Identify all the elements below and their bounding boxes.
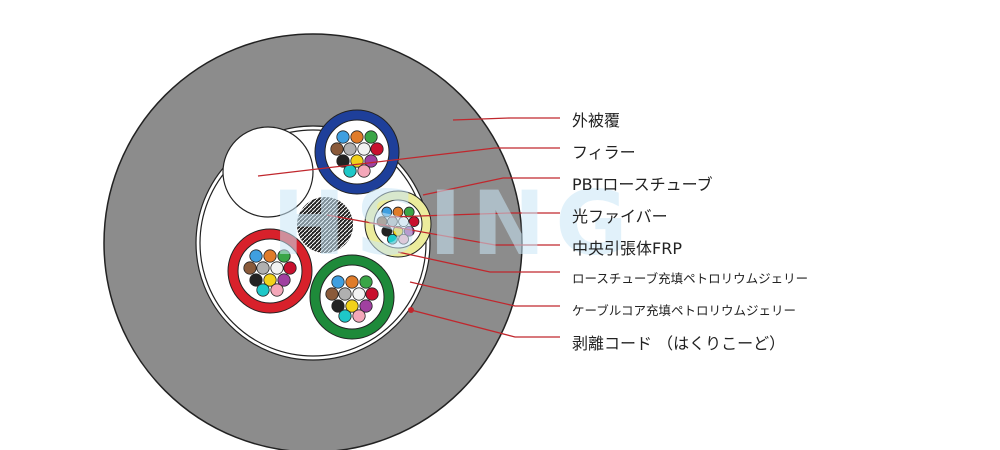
label-outer-sheath: 外被覆: [572, 111, 621, 130]
leader-line: [422, 177, 560, 196]
label-cable-core-jelly: ケーブルコア充填ペトロリウムジェリー: [572, 303, 797, 318]
label-pbt-tube: PBTロースチューブ: [572, 175, 713, 194]
leader-line: [410, 309, 560, 338]
optical-fiber: [336, 130, 350, 144]
leader-line: [389, 212, 560, 218]
optical-fiber: [256, 261, 270, 275]
label-optical-fiber: 光ファイバー: [572, 207, 668, 226]
leader-line: [397, 251, 560, 273]
optical-fiber: [345, 275, 359, 289]
optical-fiber: [338, 309, 352, 323]
optical-fiber: [256, 283, 270, 297]
optical-fiber: [249, 249, 263, 263]
leader-line: [452, 117, 560, 121]
optical-fiber: [277, 273, 291, 287]
optical-fiber: [357, 142, 371, 156]
optical-fiber: [263, 273, 277, 287]
optical-fiber: [352, 287, 366, 301]
optical-fiber: [365, 287, 379, 301]
optical-fiber: [325, 287, 339, 301]
optical-fiber: [277, 249, 291, 263]
optical-fiber: [331, 275, 345, 289]
optical-fiber: [352, 309, 366, 323]
optical-fiber: [387, 233, 398, 245]
label-filler: フィラー: [572, 143, 636, 162]
optical-fiber: [370, 142, 384, 156]
optical-fiber: [330, 142, 344, 156]
leader-line: [257, 147, 560, 177]
optical-fiber: [357, 164, 371, 178]
optical-fiber: [343, 142, 357, 156]
optical-fiber: [283, 261, 297, 275]
optical-fiber: [270, 261, 284, 275]
optical-fiber: [249, 273, 263, 287]
optical-fiber: [331, 299, 345, 313]
optical-fiber: [263, 249, 277, 263]
optical-fiber: [398, 233, 409, 245]
optical-fiber: [243, 261, 257, 275]
central-frp-hatch: [297, 197, 353, 253]
leader-line: [326, 214, 560, 246]
label-ripcord: 剥離コード （はくりこーど）: [572, 334, 786, 353]
leader-line: [409, 281, 560, 307]
optical-fiber: [359, 299, 373, 313]
optical-fiber: [336, 154, 350, 168]
optical-fiber: [270, 283, 284, 297]
optical-fiber: [359, 275, 373, 289]
optical-fiber: [338, 287, 352, 301]
optical-fiber: [345, 299, 359, 313]
label-loose-tube-jelly: ロースチューブ充填ペトロリウムジェリー: [572, 271, 809, 286]
optical-fiber: [350, 130, 364, 144]
optical-fiber: [364, 154, 378, 168]
filler: [222, 126, 314, 218]
optical-fiber: [364, 130, 378, 144]
label-central-frp: 中央引張体FRP: [572, 239, 682, 258]
watermark: HSING: [272, 172, 638, 275]
optical-fiber: [381, 206, 393, 218]
